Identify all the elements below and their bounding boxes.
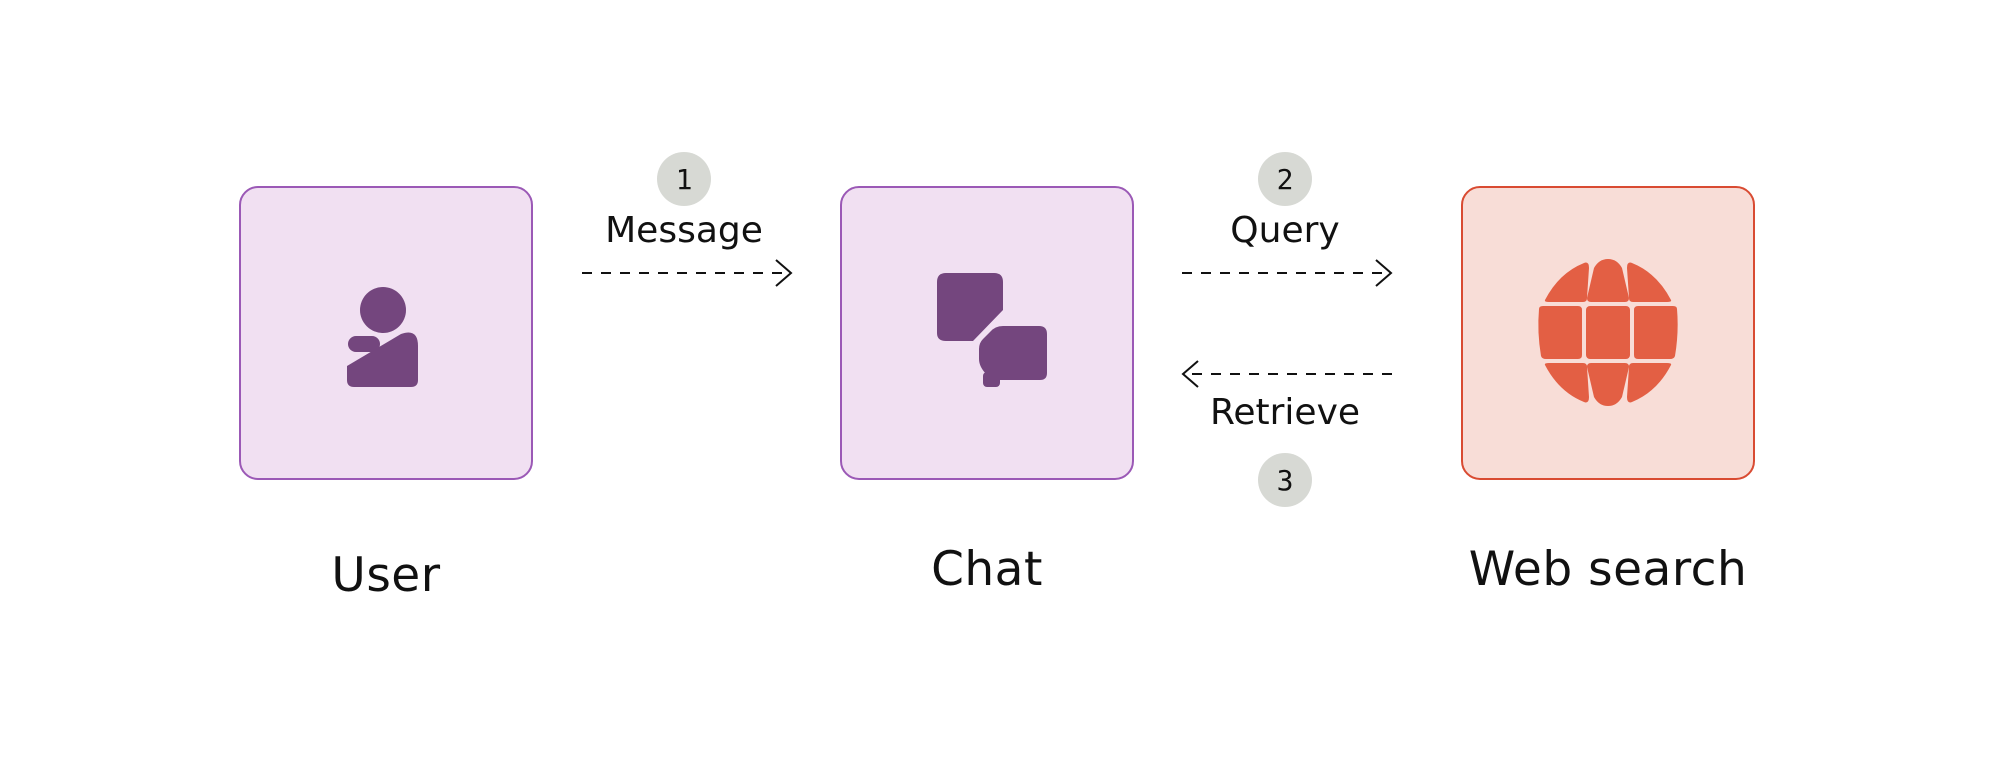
web-search-node (1461, 186, 1755, 480)
query-edge-label: Query (1230, 210, 1340, 251)
chat-bubbles-icon (937, 273, 1047, 387)
chat-node-box (840, 186, 1134, 480)
web-search-node-label: Web search (1468, 542, 1748, 597)
step-badge-2: 2 (1258, 152, 1312, 206)
web-search-node-box (1461, 186, 1755, 480)
message-arrow (582, 259, 793, 287)
user-node-label: User (331, 548, 441, 603)
user-node-box (239, 186, 533, 480)
user-icon (347, 287, 418, 387)
chat-node (840, 186, 1134, 480)
step-badge-3: 3 (1258, 453, 1312, 507)
globe-icon (1538, 259, 1678, 406)
step-badge-1: 1 (657, 152, 711, 206)
chat-node-label: Chat (931, 542, 1043, 597)
user-node (239, 186, 533, 480)
query-arrow (1182, 259, 1393, 287)
message-edge-label: Message (605, 210, 763, 251)
retrieve-arrow (1181, 360, 1392, 388)
retrieve-edge-label: Retrieve (1209, 392, 1361, 433)
